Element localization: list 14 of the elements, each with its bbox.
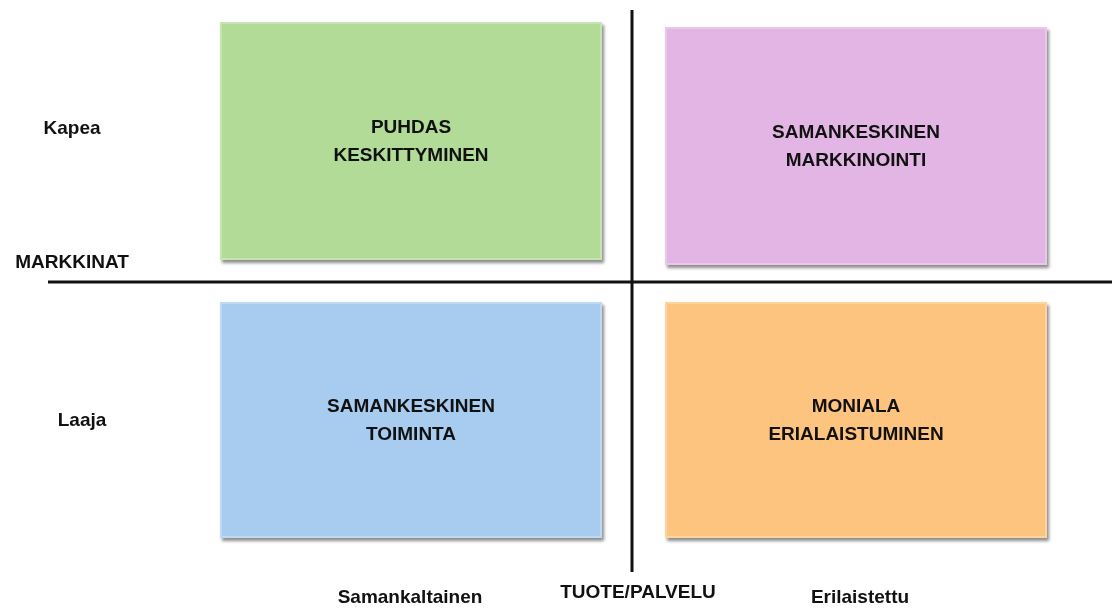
quadrant-box bbox=[665, 302, 1047, 538]
quadrant-box bbox=[220, 302, 602, 538]
axis-value-label: Samankaltainen bbox=[337, 586, 483, 608]
quadrant-label: PUHDAS KESKITTYMINEN bbox=[332, 115, 490, 167]
axis-value-label: Kapea bbox=[43, 117, 101, 139]
axis-value-label: Laaja bbox=[57, 409, 107, 431]
quadrant-box bbox=[220, 22, 602, 260]
quadrant-label: SAMANKESKINEN TOIMINTA bbox=[326, 394, 496, 446]
quadrant-label: SAMANKESKINEN MARKKINOINTI bbox=[771, 120, 941, 172]
axis-title: MARKKINAT bbox=[15, 251, 129, 273]
quadrant-label: MONIALA ERIALAISTUMINEN bbox=[767, 394, 945, 446]
axis-value-label: Erilaistettu bbox=[810, 586, 910, 608]
quadrant-box bbox=[665, 27, 1047, 265]
axis-title: TUOTE/PALVELU bbox=[560, 581, 716, 603]
